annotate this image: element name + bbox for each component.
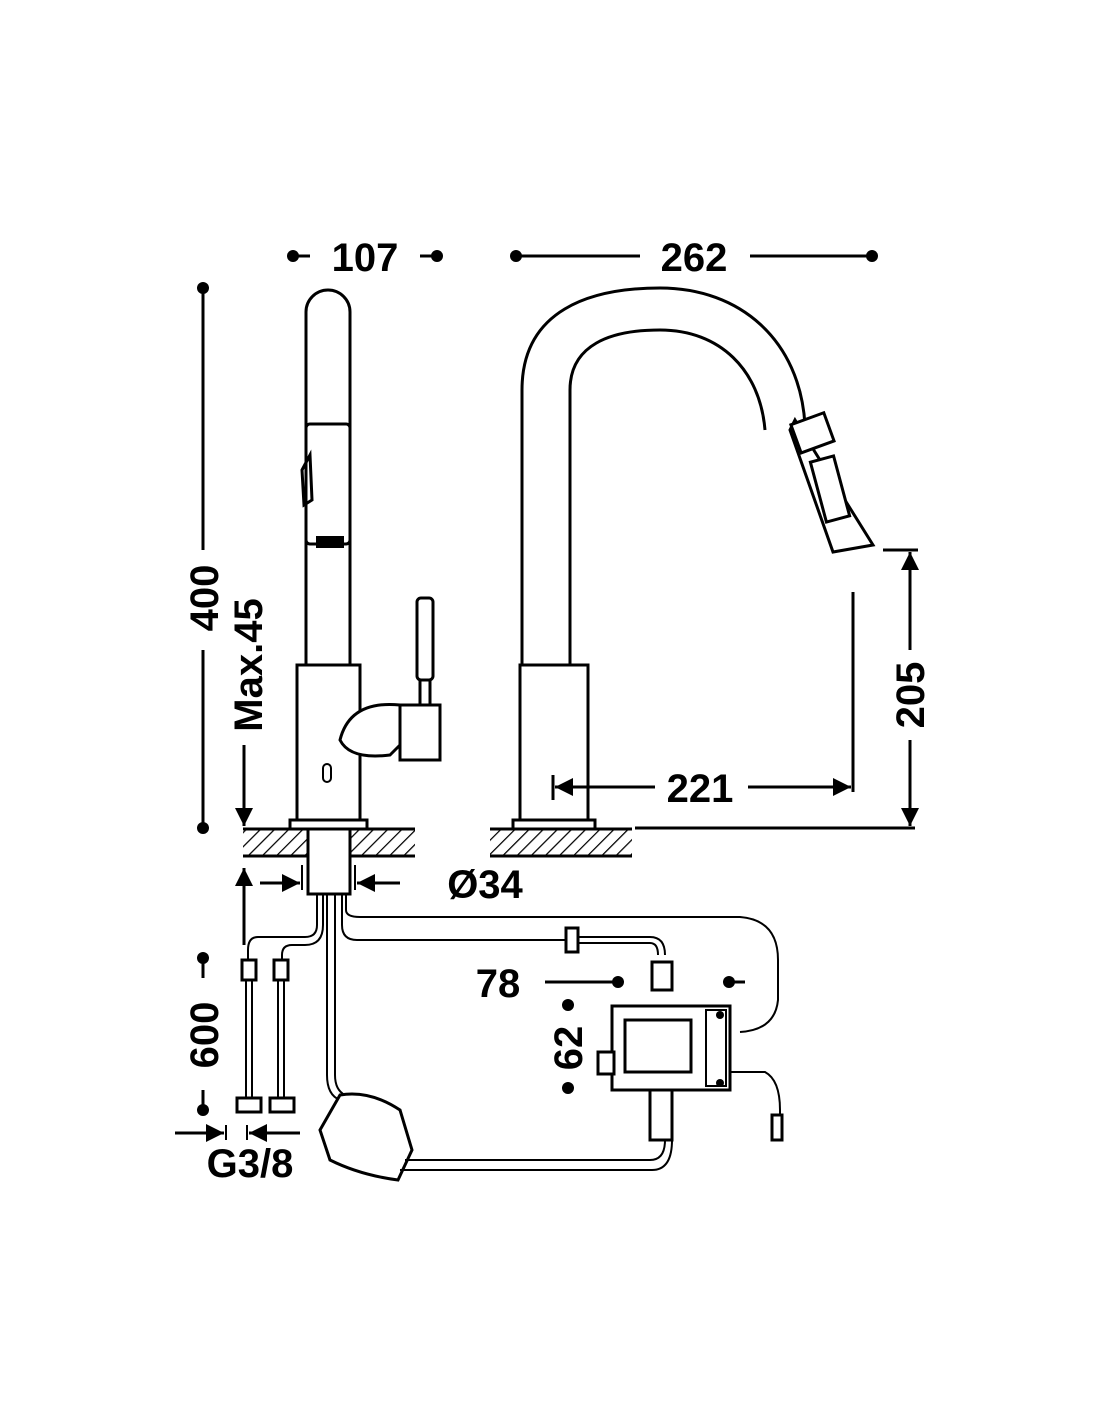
label-262: 262 (661, 236, 728, 280)
label-max45: Max.45 (227, 598, 271, 731)
dimension-600: 600 (183, 952, 227, 1116)
dimension-221: 221 (551, 592, 855, 811)
supply-hoses (235, 868, 779, 1182)
dimension-400: 400 (183, 282, 227, 834)
dimension-107: 107 (287, 236, 443, 280)
label-400: 400 (183, 565, 227, 632)
label-221: 221 (667, 767, 734, 811)
dimension-205: 205 (883, 548, 933, 826)
sensor-icon (322, 763, 332, 783)
label-diameter: Ø34 (447, 863, 523, 907)
label-205: 205 (889, 662, 933, 729)
dimension-thread: G3/8 (175, 1124, 300, 1186)
dimension-62: 62 (547, 999, 591, 1094)
label-600: 600 (183, 1002, 227, 1069)
label-62: 62 (547, 1026, 591, 1071)
dimension-diameter: Ø34 (260, 863, 524, 907)
mixing-valve (318, 1092, 414, 1182)
dimension-78: 78 (476, 962, 745, 1006)
faucet-side-view (288, 288, 442, 828)
faucet-front-view (511, 286, 876, 828)
dimension-max45: Max.45 (227, 598, 271, 826)
label-thread: G3/8 (207, 1142, 294, 1186)
label-78: 78 (476, 962, 521, 1006)
countertop (243, 826, 915, 896)
control-box (596, 960, 784, 1142)
dimension-262: 262 (510, 236, 878, 280)
label-107: 107 (332, 236, 399, 280)
